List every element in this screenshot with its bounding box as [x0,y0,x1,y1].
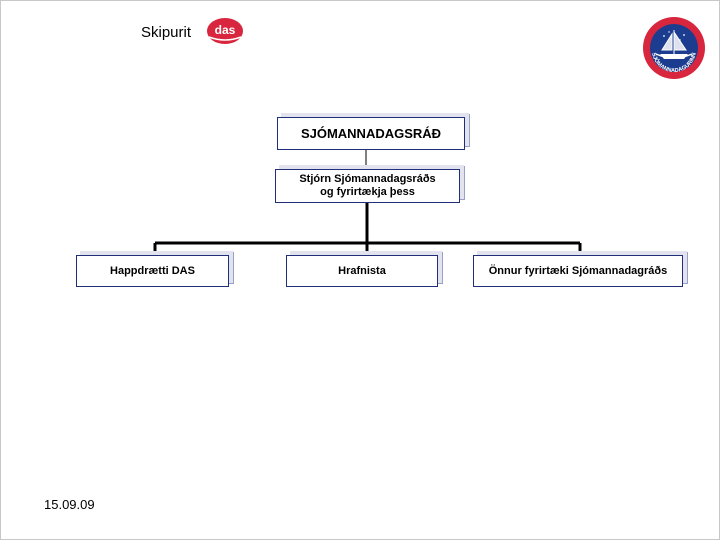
das-logo: das [207,18,243,44]
org-box-label: Happdrætti DAS [110,265,195,277]
sjomannadagurinn-seal: SJÓMANNADAGURINN [643,17,705,79]
org-box-label: Hrafnista [338,265,386,277]
org-box-sjomannadagsrad: SJÓMANNADAGSRÁÐ [277,117,465,150]
org-box-hrafnista: Hrafnista [286,255,438,287]
org-box-board: Stjórn Sjómannadagsráðs og fyrirtækja þe… [275,169,460,203]
org-box-label-line1: Stjórn Sjómannadagsráðs [299,173,436,185]
footer-date: 15.09.09 [44,497,95,512]
org-box-label: SJÓMANNADAGSRÁÐ [300,126,442,141]
page-title: Skipurit [141,24,192,41]
das-logo-text: das [215,23,236,37]
org-box-label: Önnur fyrirtæki Sjómannadagráðs [488,265,668,277]
org-box-happdraetti-das: Happdrætti DAS [76,255,229,287]
org-box-label-line2: og fyrirtækja þess [320,186,415,198]
org-box-onnur-fyrirtaeki: Önnur fyrirtæki Sjómannadagráðs [473,255,683,287]
